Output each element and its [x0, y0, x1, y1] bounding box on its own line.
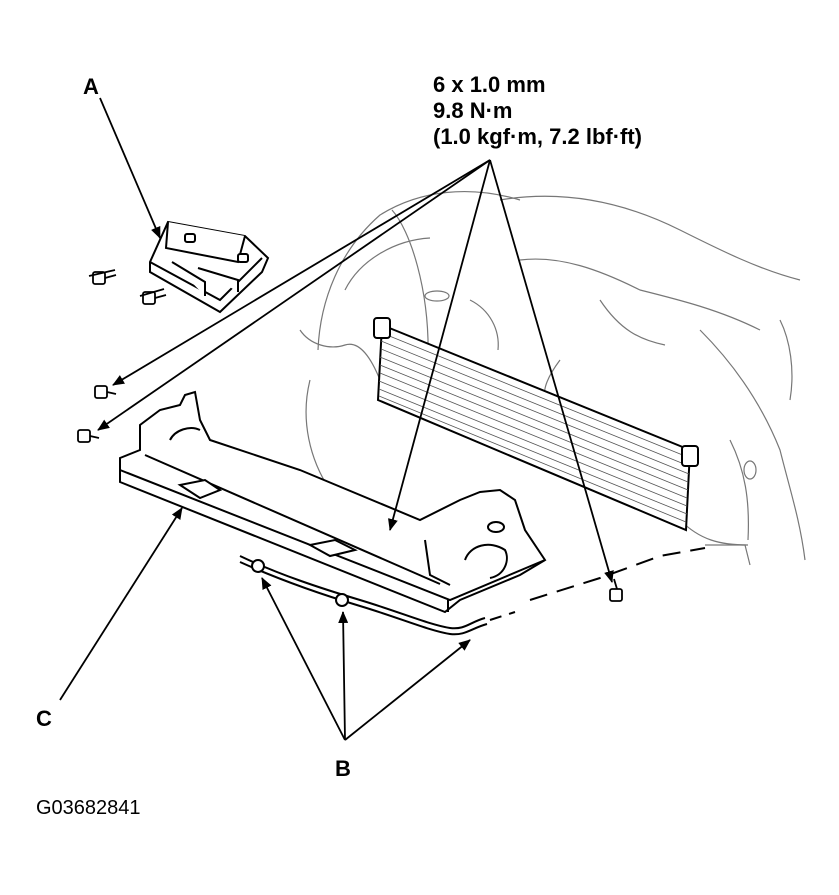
callout-a: A [83, 74, 99, 99]
bolt [609, 578, 623, 602]
bracket-a [149, 220, 270, 314]
figure-id: G03682841 [36, 797, 141, 819]
bolt-size-label: 6 x 1.0 mm [433, 72, 546, 97]
leader-lines [59, 97, 614, 741]
torque-nm-label: 9.8 N·m [433, 98, 513, 123]
hose-b [239, 547, 706, 636]
crossmember-c [119, 390, 547, 614]
torque-alt-label: (1.0 kgf·m, 7.2 lbf·ft) [433, 124, 643, 149]
torque-spec: 6 x 1.0 mm 9.8 N·m (1.0 kgf·m, 7.2 lbf·f… [433, 72, 642, 150]
callout-b: B [335, 756, 351, 781]
condenser-core [373, 317, 699, 532]
callout-c: C [36, 706, 52, 731]
bolt [94, 385, 117, 399]
bolt [92, 271, 117, 285]
bolt [77, 429, 100, 443]
